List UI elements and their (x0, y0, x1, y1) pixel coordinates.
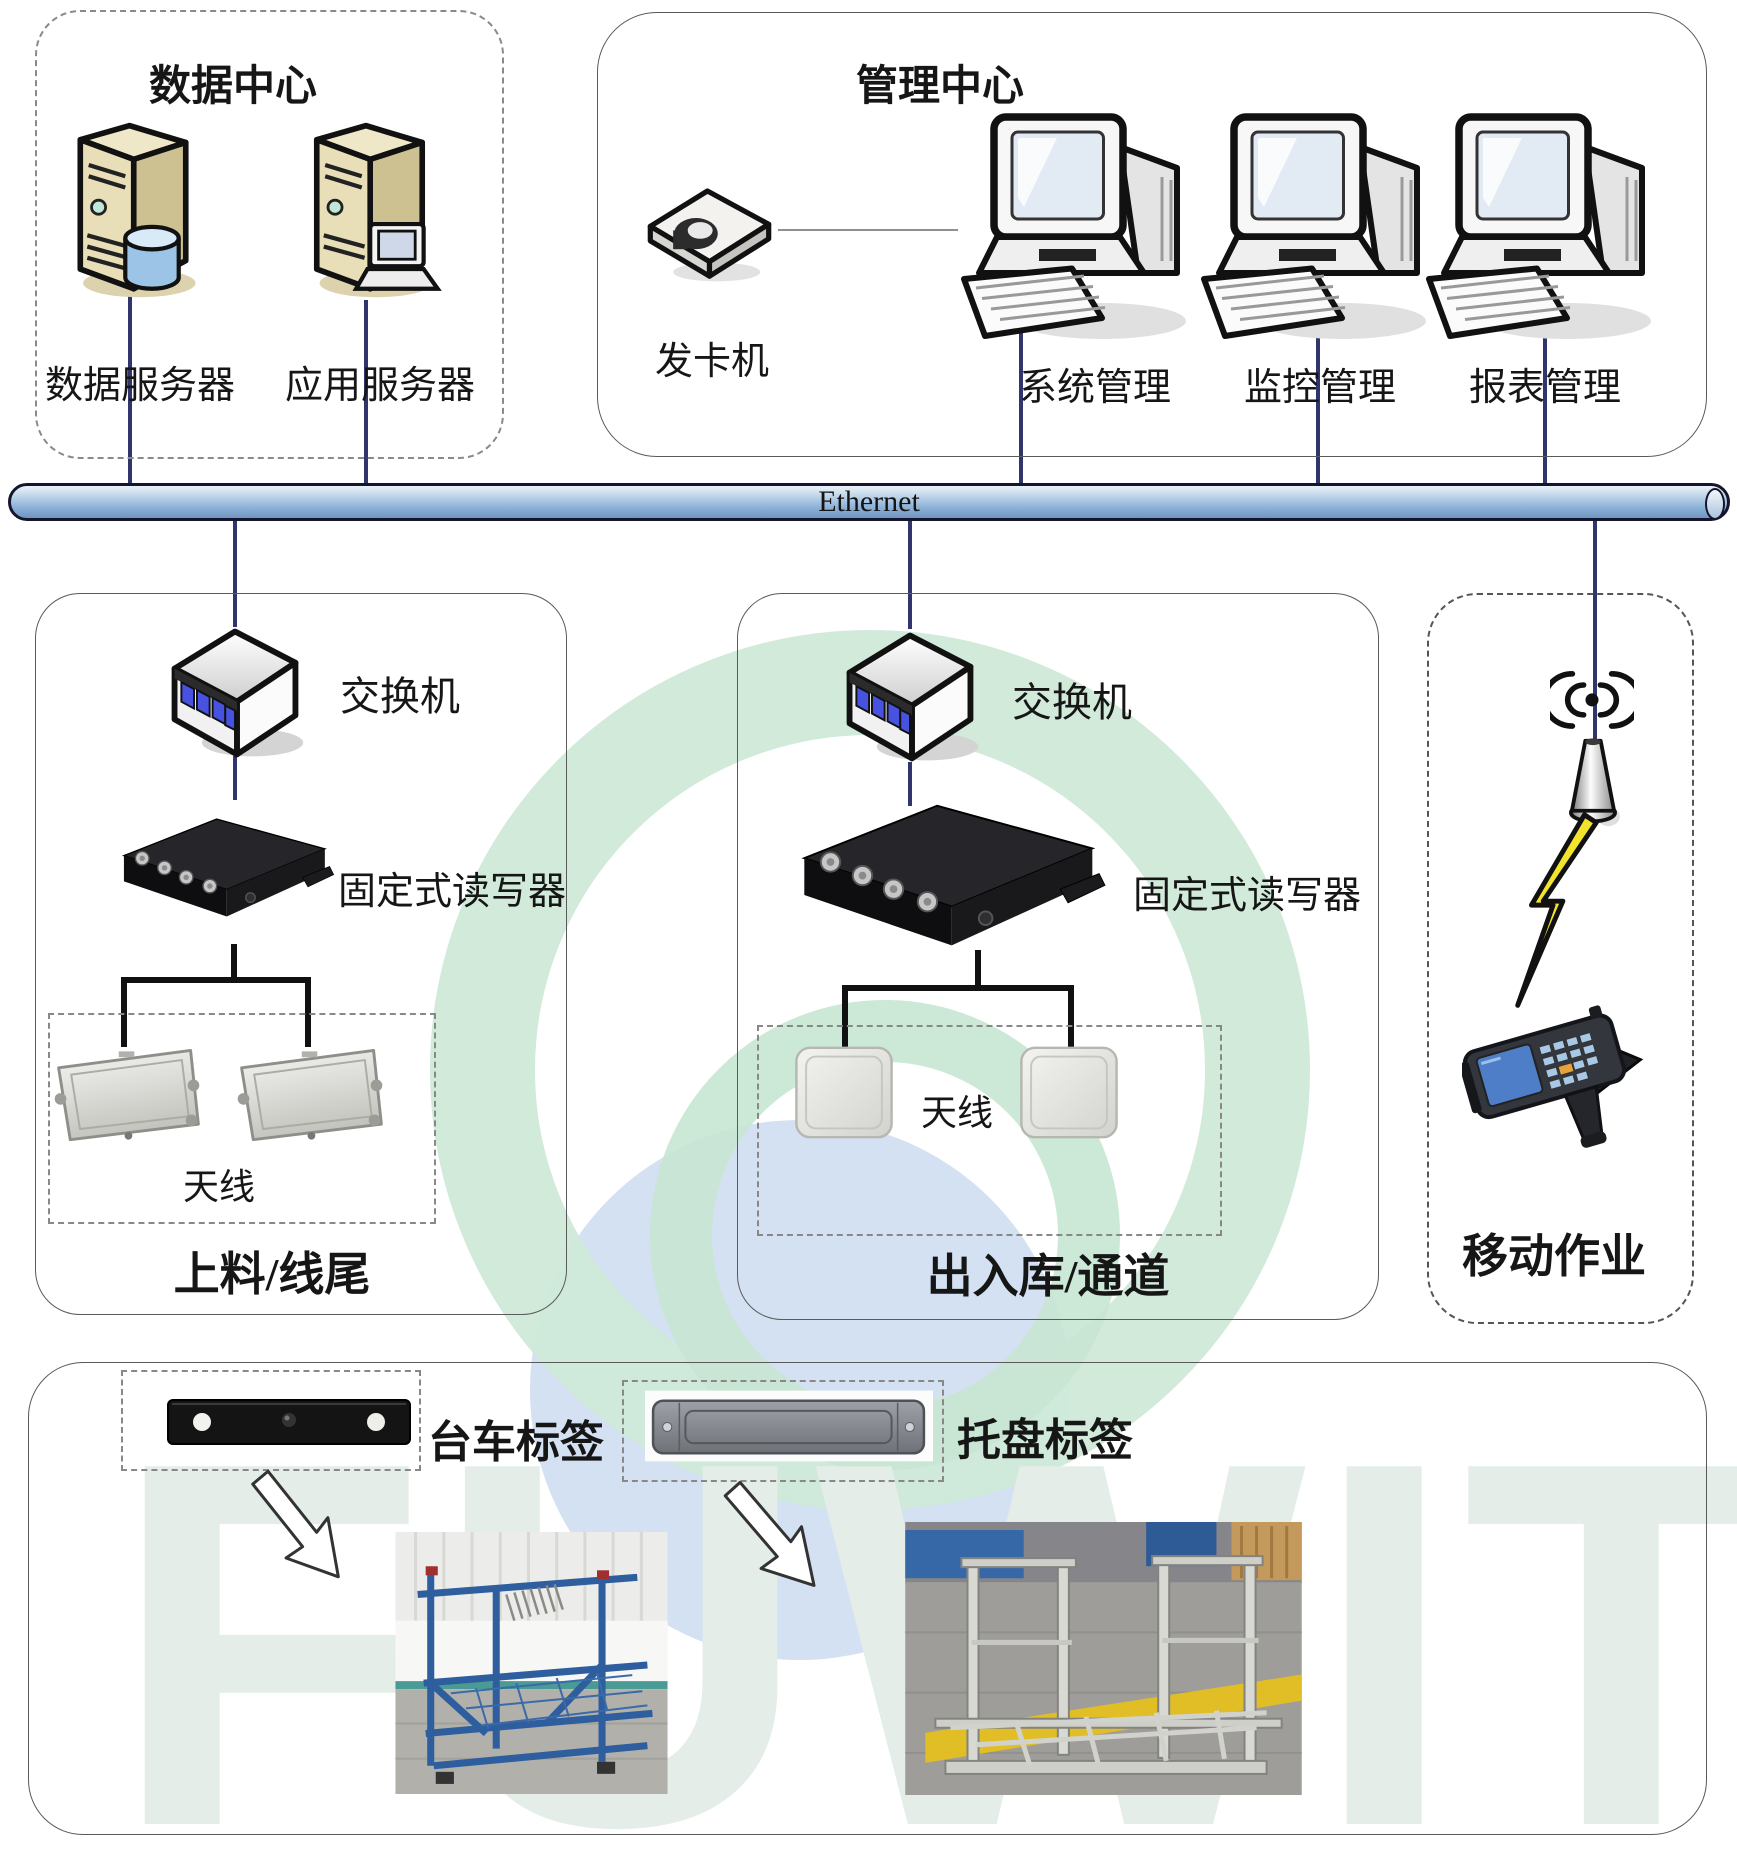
database-icon (123, 224, 181, 291)
handheld-terminal-icon (1462, 985, 1652, 1155)
reader-left-label: 固定式读写器 (337, 871, 567, 913)
pallet-rack-photo (905, 1522, 1302, 1795)
workstation-system-label: 系统管理 (1018, 367, 1172, 409)
antenna-group-box-mid (757, 1025, 1222, 1236)
connector-mobile-antenna (1593, 519, 1597, 759)
connector-app-server (364, 300, 368, 485)
management-center-title: 管理中心 (855, 64, 1025, 110)
app-server-label: 应用服务器 (284, 365, 476, 407)
tee-bar-left (121, 977, 311, 983)
mini-computer-icon (352, 221, 442, 291)
workstation-report-icon (1417, 108, 1672, 348)
connector-workstation-1 (1019, 325, 1023, 485)
data-server-icon (52, 120, 207, 300)
antenna-left-label: 天线 (182, 1167, 256, 1207)
trolley-photo (395, 1532, 668, 1794)
panel-antenna-icon (228, 1042, 393, 1150)
arrow-icon (233, 1457, 367, 1599)
ethernet-label: Ethernet (818, 485, 920, 518)
gate-zone-label: 出入库/通道 (926, 1251, 1170, 1302)
management-center-panel (597, 12, 1707, 457)
trolley-tag-box (121, 1370, 421, 1471)
workstation-system-icon (952, 108, 1207, 348)
data-server-label: 数据服务器 (44, 365, 236, 407)
tee-drop-left-2 (305, 977, 311, 1047)
pallet-tag-label: 托盘标签 (957, 1416, 1133, 1465)
gate-zone-panel (737, 593, 1379, 1320)
loading-zone-label: 上料/线尾 (173, 1249, 371, 1300)
trolley-tag-label: 台车标签 (428, 1418, 604, 1467)
data-center-title: 数据中心 (148, 64, 318, 110)
ethernet-bus: Ethernet (8, 483, 1730, 521)
connector-switch-mid (908, 519, 912, 629)
data-center-panel (35, 10, 504, 459)
reader-mid-label: 固定式读写器 (1132, 875, 1362, 917)
antenna-mid-label: 天线 (920, 1093, 994, 1133)
connector-card-issuer (778, 229, 958, 231)
keyboard-icon (961, 265, 1106, 339)
ethernet-bus-endcap (1705, 488, 1725, 520)
pallet-tag-box (622, 1380, 944, 1482)
tee-bar-mid (842, 985, 1074, 991)
tee-drop-left-1 (121, 977, 127, 1047)
fixed-reader-mid-icon (772, 798, 1112, 958)
tee-drop-mid-1 (842, 985, 848, 1047)
tee-drop-mid-2 (1068, 985, 1074, 1047)
tee-stub-left (231, 944, 237, 980)
workstation-report-label: 报表管理 (1468, 367, 1622, 409)
keyboard-icon (1426, 265, 1571, 339)
loading-zone-panel (35, 593, 567, 1315)
antenna-group-box-left (48, 1013, 436, 1224)
switch-mid-label: 交换机 (1012, 680, 1132, 725)
switch-left-label: 交换机 (340, 674, 460, 719)
trolley-tag-image (163, 1392, 415, 1452)
tags-panel (28, 1362, 1707, 1835)
square-antenna-icon (1015, 1042, 1123, 1144)
connector-data-server (128, 288, 132, 485)
connector-switch-left (233, 519, 237, 627)
mobile-zone-panel (1427, 593, 1694, 1324)
connector-switch-mid-reader (908, 762, 912, 806)
tee-stub-mid (975, 950, 981, 988)
arrow-icon (705, 1466, 844, 1610)
fixed-reader-left-icon (105, 792, 335, 947)
keyboard-icon (1201, 265, 1346, 339)
card-issuer-icon (642, 176, 777, 286)
radio-waves-icon (1550, 666, 1634, 732)
connector-workstation-2 (1316, 325, 1320, 485)
workstation-monitor-label: 监控管理 (1243, 367, 1397, 409)
connector-switch-left-reader (233, 756, 237, 800)
pallet-tag-image (645, 1390, 933, 1462)
panel-antenna-icon (45, 1042, 210, 1150)
lightning-icon (1502, 812, 1610, 1010)
app-server-icon (288, 120, 458, 300)
card-issuer-label: 发卡机 (654, 341, 770, 383)
workstation-monitor-icon (1192, 108, 1447, 348)
switch-left-icon (157, 616, 313, 766)
square-antenna-icon (790, 1042, 898, 1144)
switch-mid-icon (832, 620, 988, 770)
connector-workstation-3 (1543, 325, 1547, 485)
mobile-zone-label: 移动作业 (1462, 1231, 1646, 1282)
